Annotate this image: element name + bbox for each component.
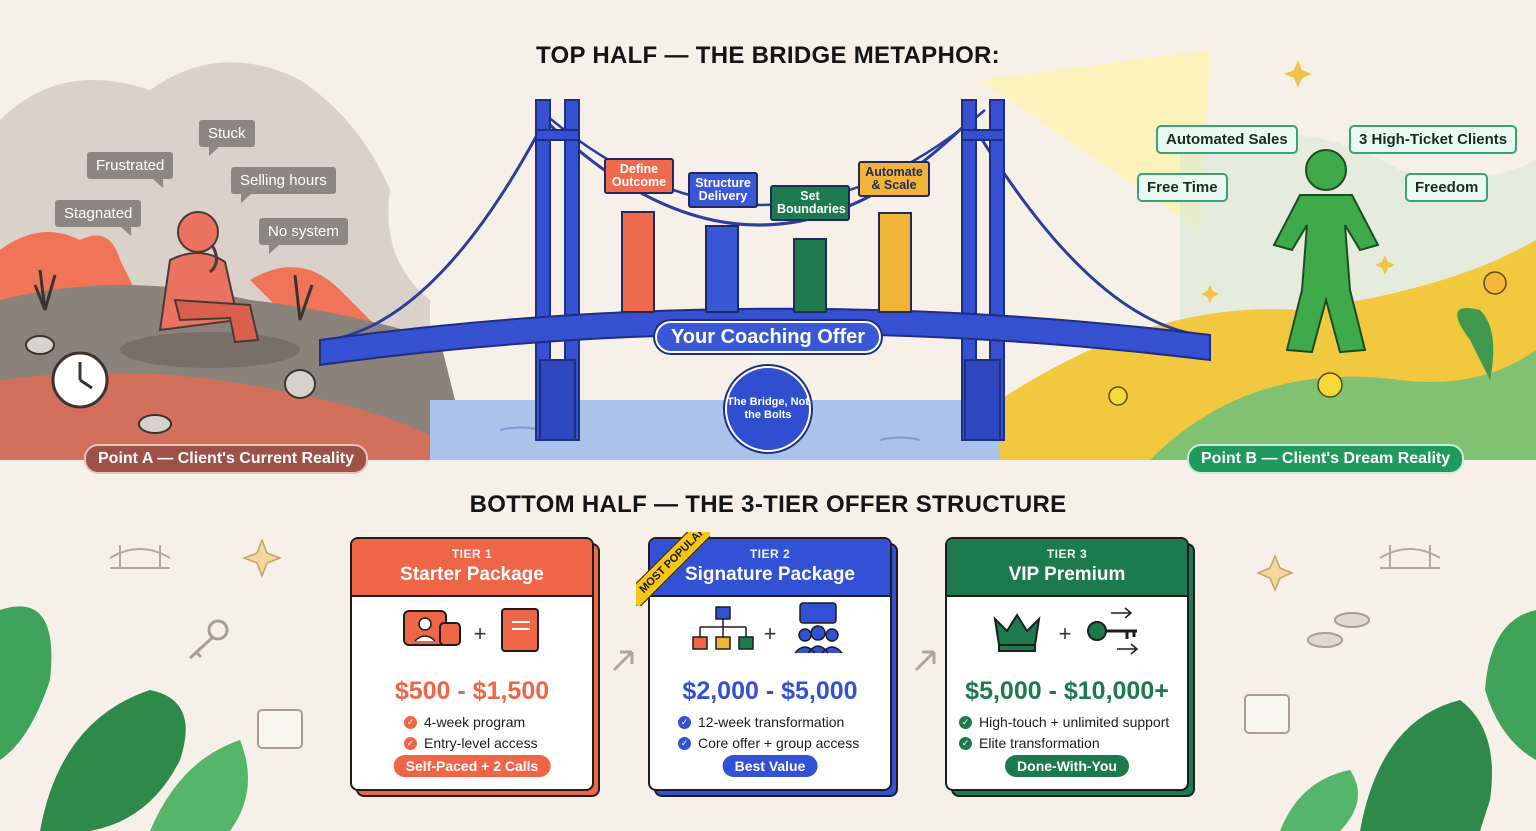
check-icon: ✓: [678, 736, 691, 750]
chat-coach-icon: [403, 610, 461, 646]
arrow-icon: [914, 650, 936, 672]
tier-name: VIP Premium: [1008, 564, 1126, 585]
plus-icon: +: [1059, 621, 1072, 646]
tier-price: $2,000 - $5,000: [682, 677, 858, 705]
tier-icons: +: [352, 597, 592, 675]
pain-bubble-frustrated: Frustrated: [87, 152, 174, 188]
pillar-set-boundaries: Set Boundaries: [770, 185, 850, 221]
tier-label: TIER 3: [1046, 547, 1088, 561]
tier-card-starter[interactable]: TIER 1 Starter Package + $500 - $1,500 ✓…: [350, 537, 594, 791]
tier-icons-svg: +: [692, 602, 843, 654]
pillar-automate-scale: Automate & Scale: [858, 161, 930, 197]
feature-text: Core offer + group access: [698, 735, 860, 751]
feature-text: 4-week program: [424, 714, 526, 730]
tier-name: Signature Package: [684, 564, 856, 585]
coaching-offer-label: Your Coaching Offer: [655, 321, 881, 353]
coin-stack-icon: [1307, 612, 1370, 648]
goal-high-ticket-clients: 3 High-Ticket Clients: [1349, 125, 1518, 154]
feature-item: ✓ 4-week program: [404, 714, 592, 730]
leaf: [1457, 308, 1494, 380]
tier-card-header: TIER 1 Starter Package: [352, 539, 592, 597]
plus-icon: +: [474, 621, 487, 646]
key-icon: [1087, 607, 1139, 655]
feature-item: ✓ Entry-level access: [404, 735, 592, 751]
tier-features: ✓ High-touch + unlimited support ✓ Elite t…: [959, 714, 1187, 751]
tier-card-vip[interactable]: TIER 3 VIP Premium + $5,000 - $10,000+ ✓…: [945, 537, 1189, 791]
reeds-right: [293, 274, 314, 321]
tier-card-signature[interactable]: TIER 2 Signature Package + $2,000 - $5,0…: [648, 537, 892, 791]
feature-text: 12-week transformation: [698, 714, 845, 730]
calendar-doodle-icon: [257, 694, 1290, 749]
feature-item: ✓ High-touch + unlimited support: [959, 714, 1187, 730]
tier-icons-svg: +: [403, 608, 539, 652]
pain-bubble-stuck: Stuck: [199, 120, 255, 156]
goal-free-time: Free Time: [1137, 173, 1228, 202]
most-popular-ribbon: MOST POPULAR: [636, 532, 710, 606]
bridge-doodle-icon: [109, 545, 1441, 569]
mud-front: [0, 372, 470, 460]
tier-price: $5,000 - $10,000+: [965, 677, 1169, 705]
tier-icons: +: [947, 597, 1187, 675]
coin-icon: [25, 335, 316, 434]
pain-bubble-selling-hours: Selling hours: [231, 167, 336, 203]
goal-freedom: Freedom: [1405, 173, 1489, 202]
check-icon: ✓: [678, 715, 691, 729]
check-icon: ✓: [959, 736, 972, 750]
sparkle-doodle-icon: [241, 537, 1294, 592]
goal-automated-sales: Automated Sales: [1156, 125, 1298, 154]
top-heading: TOP HALF — THE BRIDGE METAPHOR:: [536, 42, 1000, 69]
key-doodle-icon: [188, 619, 229, 660]
tier-icons: +: [650, 597, 890, 675]
check-icon: ✓: [404, 736, 417, 750]
pain-bubble-no-system: No system: [259, 218, 348, 254]
reeds-left: [33, 269, 57, 311]
tier-label: TIER 1: [451, 547, 493, 561]
bottom-heading: BOTTOM HALF — THE 3-TIER OFFER STRUCTURE: [469, 491, 1067, 518]
feature-item: ✓ 12-week transformation: [678, 714, 890, 730]
tier-card-header: TIER 3 VIP Premium: [947, 539, 1187, 597]
foliage-right: [1280, 610, 1536, 831]
plus-icon: +: [764, 621, 777, 646]
bridge-illustration: [319, 99, 1211, 441]
stuck-person-figure: [158, 211, 260, 344]
book-icon: [501, 608, 539, 652]
pain-bubble-stagnated: Stagnated: [55, 200, 142, 236]
flower-icon: [1108, 271, 1507, 406]
tier-card-header: TIER 2 Signature Package: [650, 539, 890, 597]
bridge-badge: The Bridge, Not the Bolts: [725, 366, 811, 452]
broken-clock-icon: [51, 351, 109, 409]
crown-icon: [993, 613, 1041, 652]
foliage-left: [0, 606, 248, 831]
feature-text: Elite transformation: [979, 735, 1100, 751]
green-field: [1150, 350, 1536, 460]
feature-item: ✓ Core offer + group access: [678, 735, 890, 751]
success-person-figure: [1272, 149, 1380, 354]
tier-price: $500 - $1,500: [394, 677, 550, 705]
flowchart-icon: [692, 606, 754, 650]
pillar-structure-delivery: Structure Delivery: [688, 172, 758, 208]
tier-tag: Best Value: [722, 755, 818, 777]
point-a-label: Point A — Client's Current Reality: [84, 444, 368, 474]
tier-icons-svg: +: [993, 607, 1139, 655]
feature-text: High-touch + unlimited support: [979, 714, 1170, 730]
feature-text: Entry-level access: [424, 735, 538, 751]
mud-puddle: [120, 332, 300, 368]
tier-name: Starter Package: [400, 564, 544, 585]
tier-features: ✓ 4-week program ✓ Entry-level access: [404, 714, 592, 751]
sparkle-icon: [1201, 60, 1395, 303]
group-chat-icon: [794, 602, 843, 654]
ribbon-text: MOST POPULAR: [636, 532, 710, 606]
tier-tag: Self-Paced + 2 Calls: [393, 755, 551, 777]
tier-tag: Done-With-You: [1005, 755, 1129, 777]
feature-item: ✓ Elite transformation: [959, 735, 1187, 751]
point-b-label: Point B — Client's Dream Reality: [1187, 444, 1465, 474]
tier-label: TIER 2: [749, 547, 791, 561]
check-icon: ✓: [959, 715, 972, 729]
tier-features: ✓ 12-week transformation ✓ Core offer + gr…: [678, 714, 890, 751]
check-icon: ✓: [404, 715, 417, 729]
arrow-icon: [612, 650, 634, 672]
red-rock-2: [250, 267, 380, 330]
pillar-define-outcome: Define Outcome: [604, 158, 674, 194]
